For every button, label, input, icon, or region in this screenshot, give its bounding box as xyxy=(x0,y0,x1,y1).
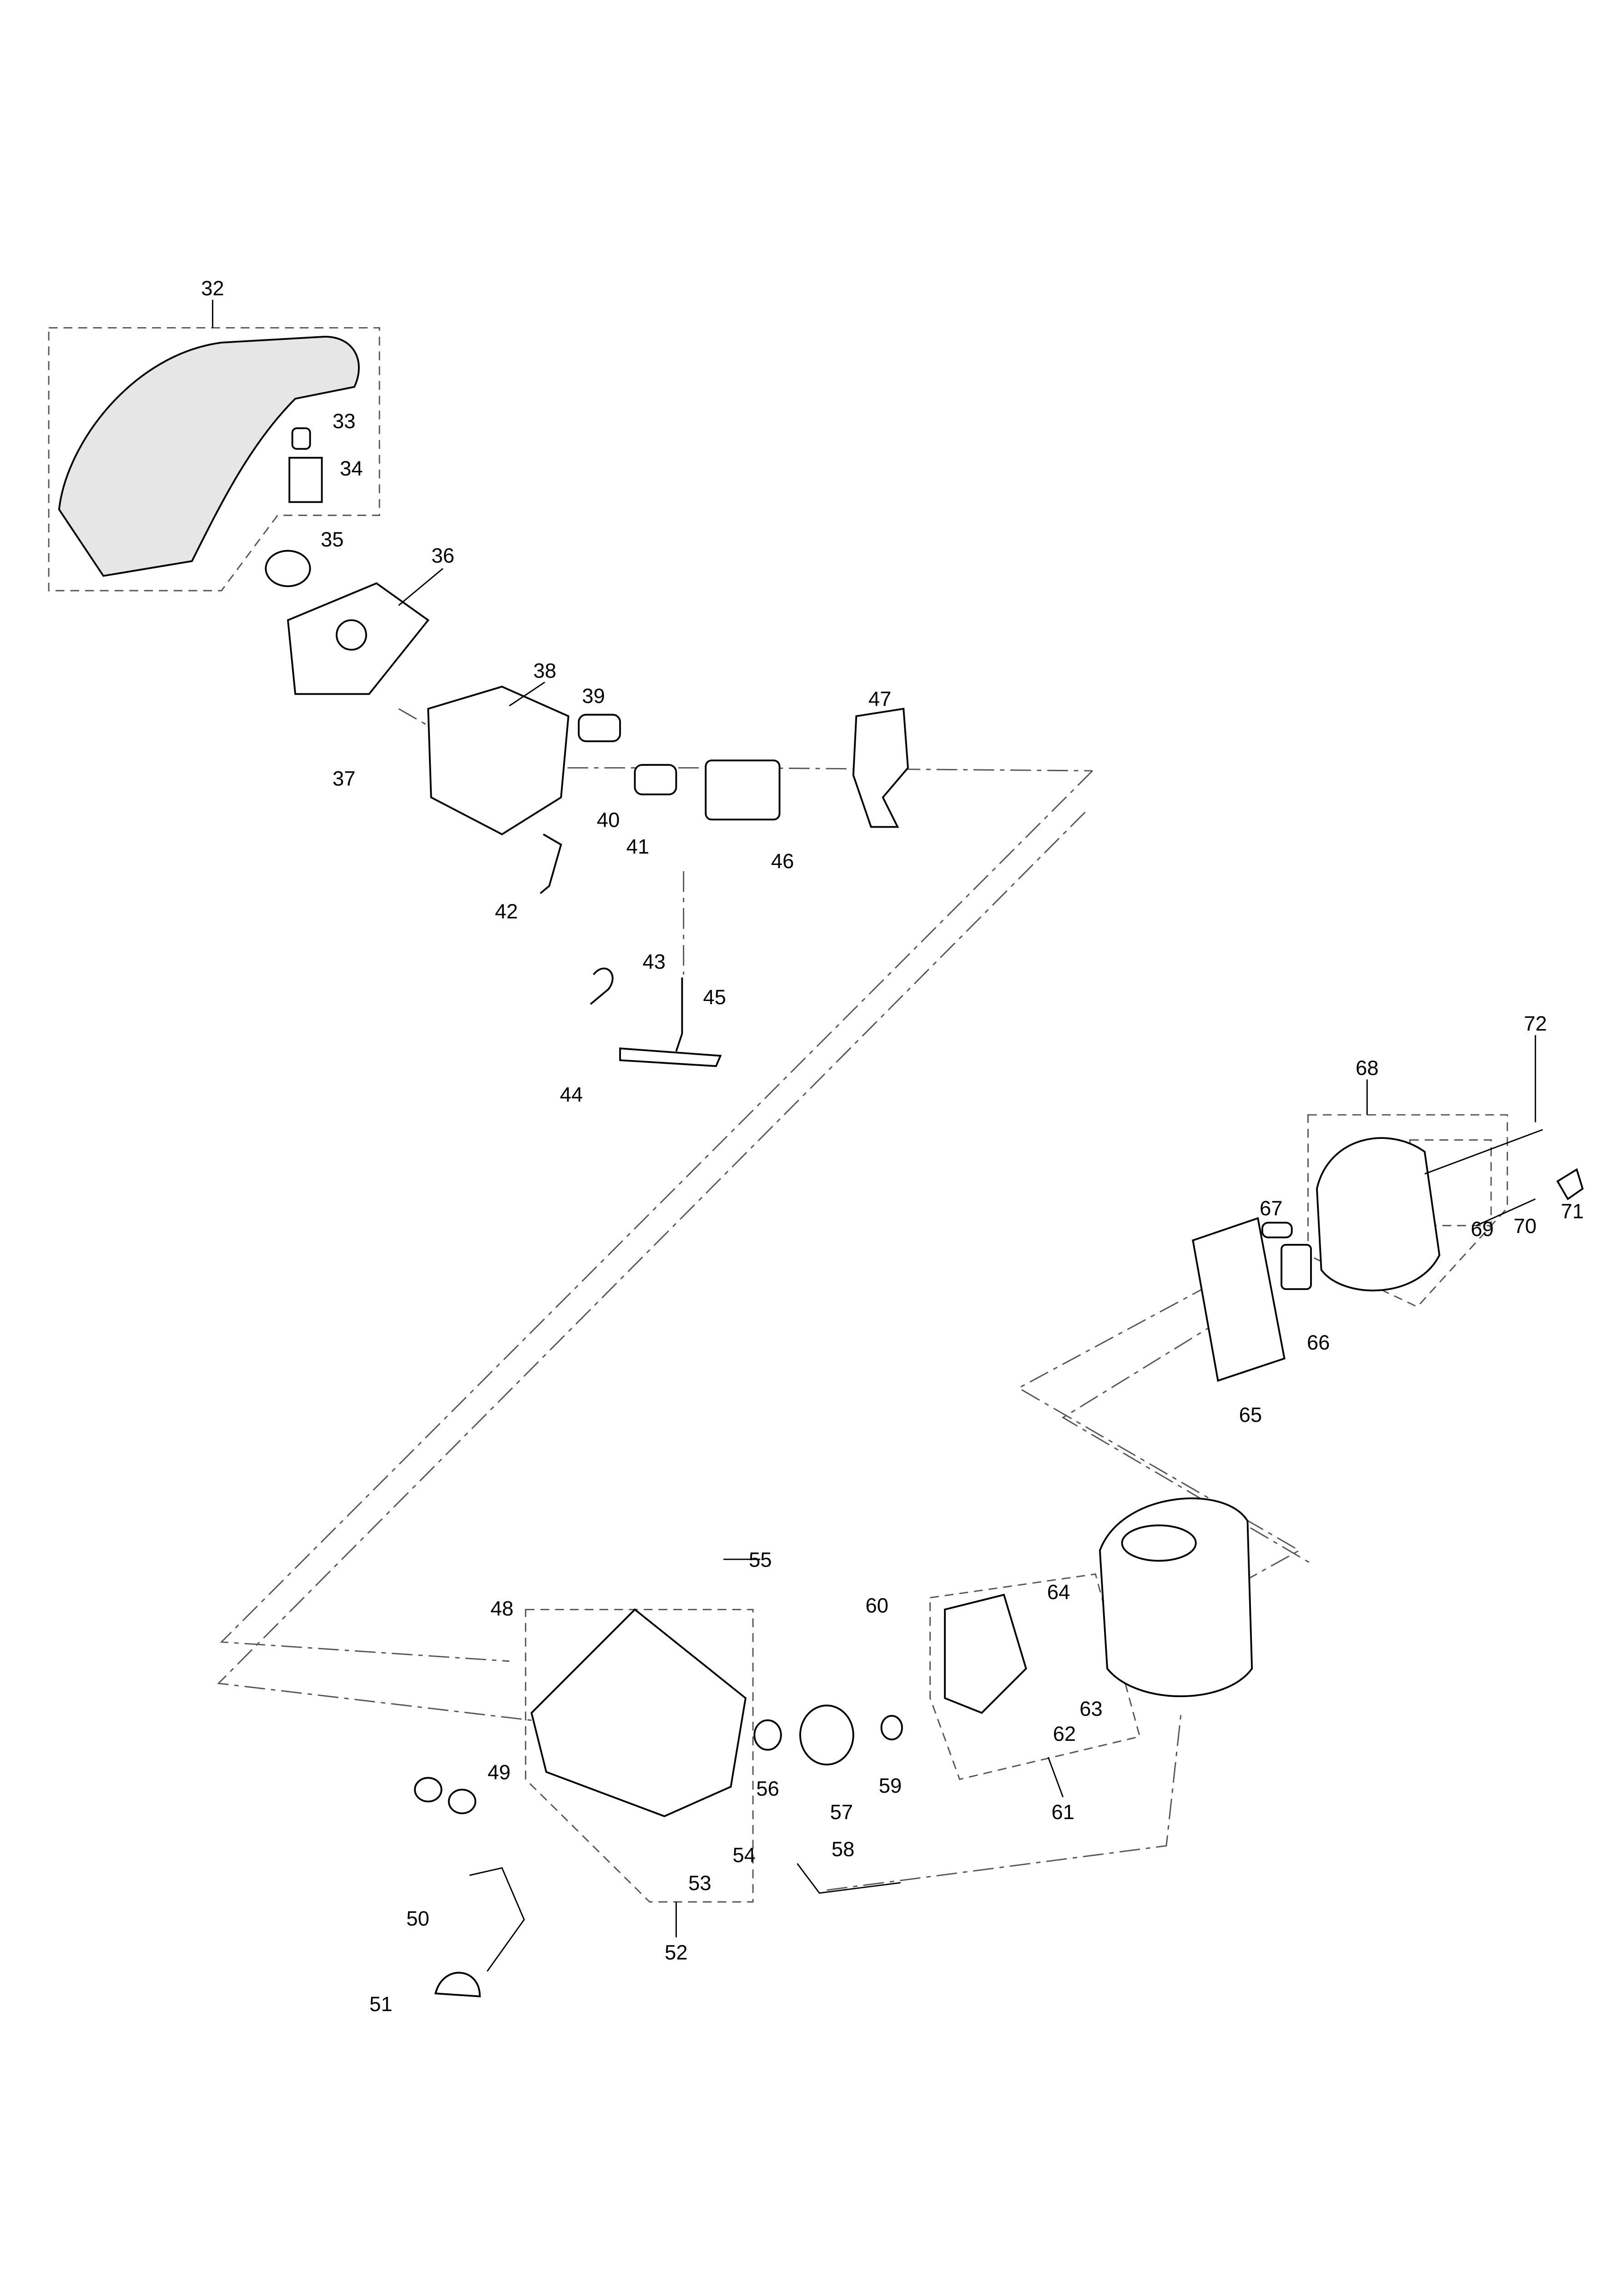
callout-70: 70 xyxy=(1513,1214,1537,1238)
callout-51: 51 xyxy=(369,1992,393,2016)
part-33-knob xyxy=(291,427,311,450)
callout-58: 58 xyxy=(832,1837,855,1860)
callout-40: 40 xyxy=(597,808,620,831)
group-box-68 xyxy=(1307,1114,1508,1308)
part-35-nut xyxy=(265,550,311,587)
callout-50: 50 xyxy=(406,1907,429,1930)
callout-41: 41 xyxy=(626,835,650,858)
callout-65: 65 xyxy=(1239,1403,1262,1426)
callout-68: 68 xyxy=(1356,1057,1379,1080)
group-box-61 xyxy=(929,1573,1141,1780)
assembly-line xyxy=(220,770,1093,1662)
tank-housing xyxy=(530,1608,747,1817)
muffler xyxy=(1316,1137,1441,1292)
callout-63: 63 xyxy=(1079,1697,1103,1720)
callout-59: 59 xyxy=(879,1774,902,1797)
part-38-filter-base xyxy=(427,686,570,835)
callout-46: 46 xyxy=(771,849,794,873)
part-44-shaft xyxy=(619,1047,722,1067)
callout-67: 67 xyxy=(1260,1197,1283,1220)
callout-43: 43 xyxy=(642,950,666,973)
part-40-gasket xyxy=(634,764,677,795)
callout-36: 36 xyxy=(431,544,454,567)
parts-diagram: 32 33 34 35 36 37 38 39 40 41 42 43 44 4… xyxy=(48,277,1584,2016)
callout-32: 32 xyxy=(201,277,224,300)
part-61-intake-flange xyxy=(944,1593,1027,1714)
callout-54: 54 xyxy=(732,1843,756,1866)
callout-48: 48 xyxy=(490,1597,514,1620)
callout-38: 38 xyxy=(533,659,556,682)
part-43-spring xyxy=(590,967,614,1005)
assembly-line xyxy=(827,1713,1182,1891)
callout-66: 66 xyxy=(1307,1331,1330,1354)
part-42-rod xyxy=(540,833,562,894)
callout-34: 34 xyxy=(340,457,363,480)
part-70-bolt xyxy=(1476,1198,1536,1226)
callout-61: 61 xyxy=(1051,1800,1074,1824)
part-49-buffer xyxy=(414,1777,443,1803)
callout-42: 42 xyxy=(495,900,518,923)
group-box-69 xyxy=(1409,1139,1492,1227)
filter-center xyxy=(336,619,367,651)
callout-45: 45 xyxy=(703,986,726,1009)
callout-labels: 32 33 34 35 36 37 38 39 40 41 42 43 44 4… xyxy=(201,277,1584,2016)
callout-37: 37 xyxy=(333,767,356,790)
part-45-wire xyxy=(675,977,683,1052)
callout-39: 39 xyxy=(582,684,605,708)
callout-69: 69 xyxy=(1471,1217,1494,1240)
top-cover xyxy=(58,335,360,577)
callout-49: 49 xyxy=(488,1761,511,1784)
callout-44: 44 xyxy=(560,1083,583,1106)
part-65-gasket xyxy=(1192,1217,1286,1382)
part-57-boot xyxy=(799,1704,854,1766)
part-58-hose xyxy=(797,1863,901,1894)
diagram-canvas: 32 33 34 35 36 37 38 39 40 41 42 43 44 4… xyxy=(48,277,1584,2016)
group-box-32 xyxy=(48,327,380,592)
part-51-primer xyxy=(434,1972,481,1997)
callout-53: 53 xyxy=(688,1871,711,1895)
callout-55: 55 xyxy=(749,1548,772,1571)
callout-57: 57 xyxy=(830,1800,853,1824)
part-49-buffer xyxy=(448,1789,477,1815)
carburetor xyxy=(705,759,781,821)
callout-62: 62 xyxy=(1053,1722,1076,1745)
callout-35: 35 xyxy=(321,528,344,551)
part-67-spacer xyxy=(1261,1222,1293,1239)
callout-56: 56 xyxy=(756,1777,779,1800)
callout-64: 64 xyxy=(1047,1581,1070,1604)
callout-71: 71 xyxy=(1561,1199,1584,1223)
callout-47: 47 xyxy=(868,687,892,710)
part-66-gasket xyxy=(1281,1244,1312,1290)
callout-52: 52 xyxy=(665,1941,688,1964)
assembly-line xyxy=(398,708,1093,772)
callout-72: 72 xyxy=(1524,1012,1547,1035)
callout-33: 33 xyxy=(333,410,356,433)
part-50-fuel-hose xyxy=(469,1867,525,1972)
assembly-line xyxy=(217,811,1086,1721)
callout-60: 60 xyxy=(866,1594,889,1617)
leader-lines xyxy=(212,299,1536,1937)
part-71-wing-nut xyxy=(1556,1168,1584,1201)
part-34-bracket xyxy=(288,457,323,503)
part-59-washer xyxy=(880,1715,903,1740)
cylinder-bore xyxy=(1121,1524,1197,1562)
part-72-bolt xyxy=(1424,1129,1543,1175)
part-39-gasket xyxy=(578,713,621,743)
part-47-intake xyxy=(852,708,909,828)
part-56-clamp xyxy=(753,1719,782,1751)
